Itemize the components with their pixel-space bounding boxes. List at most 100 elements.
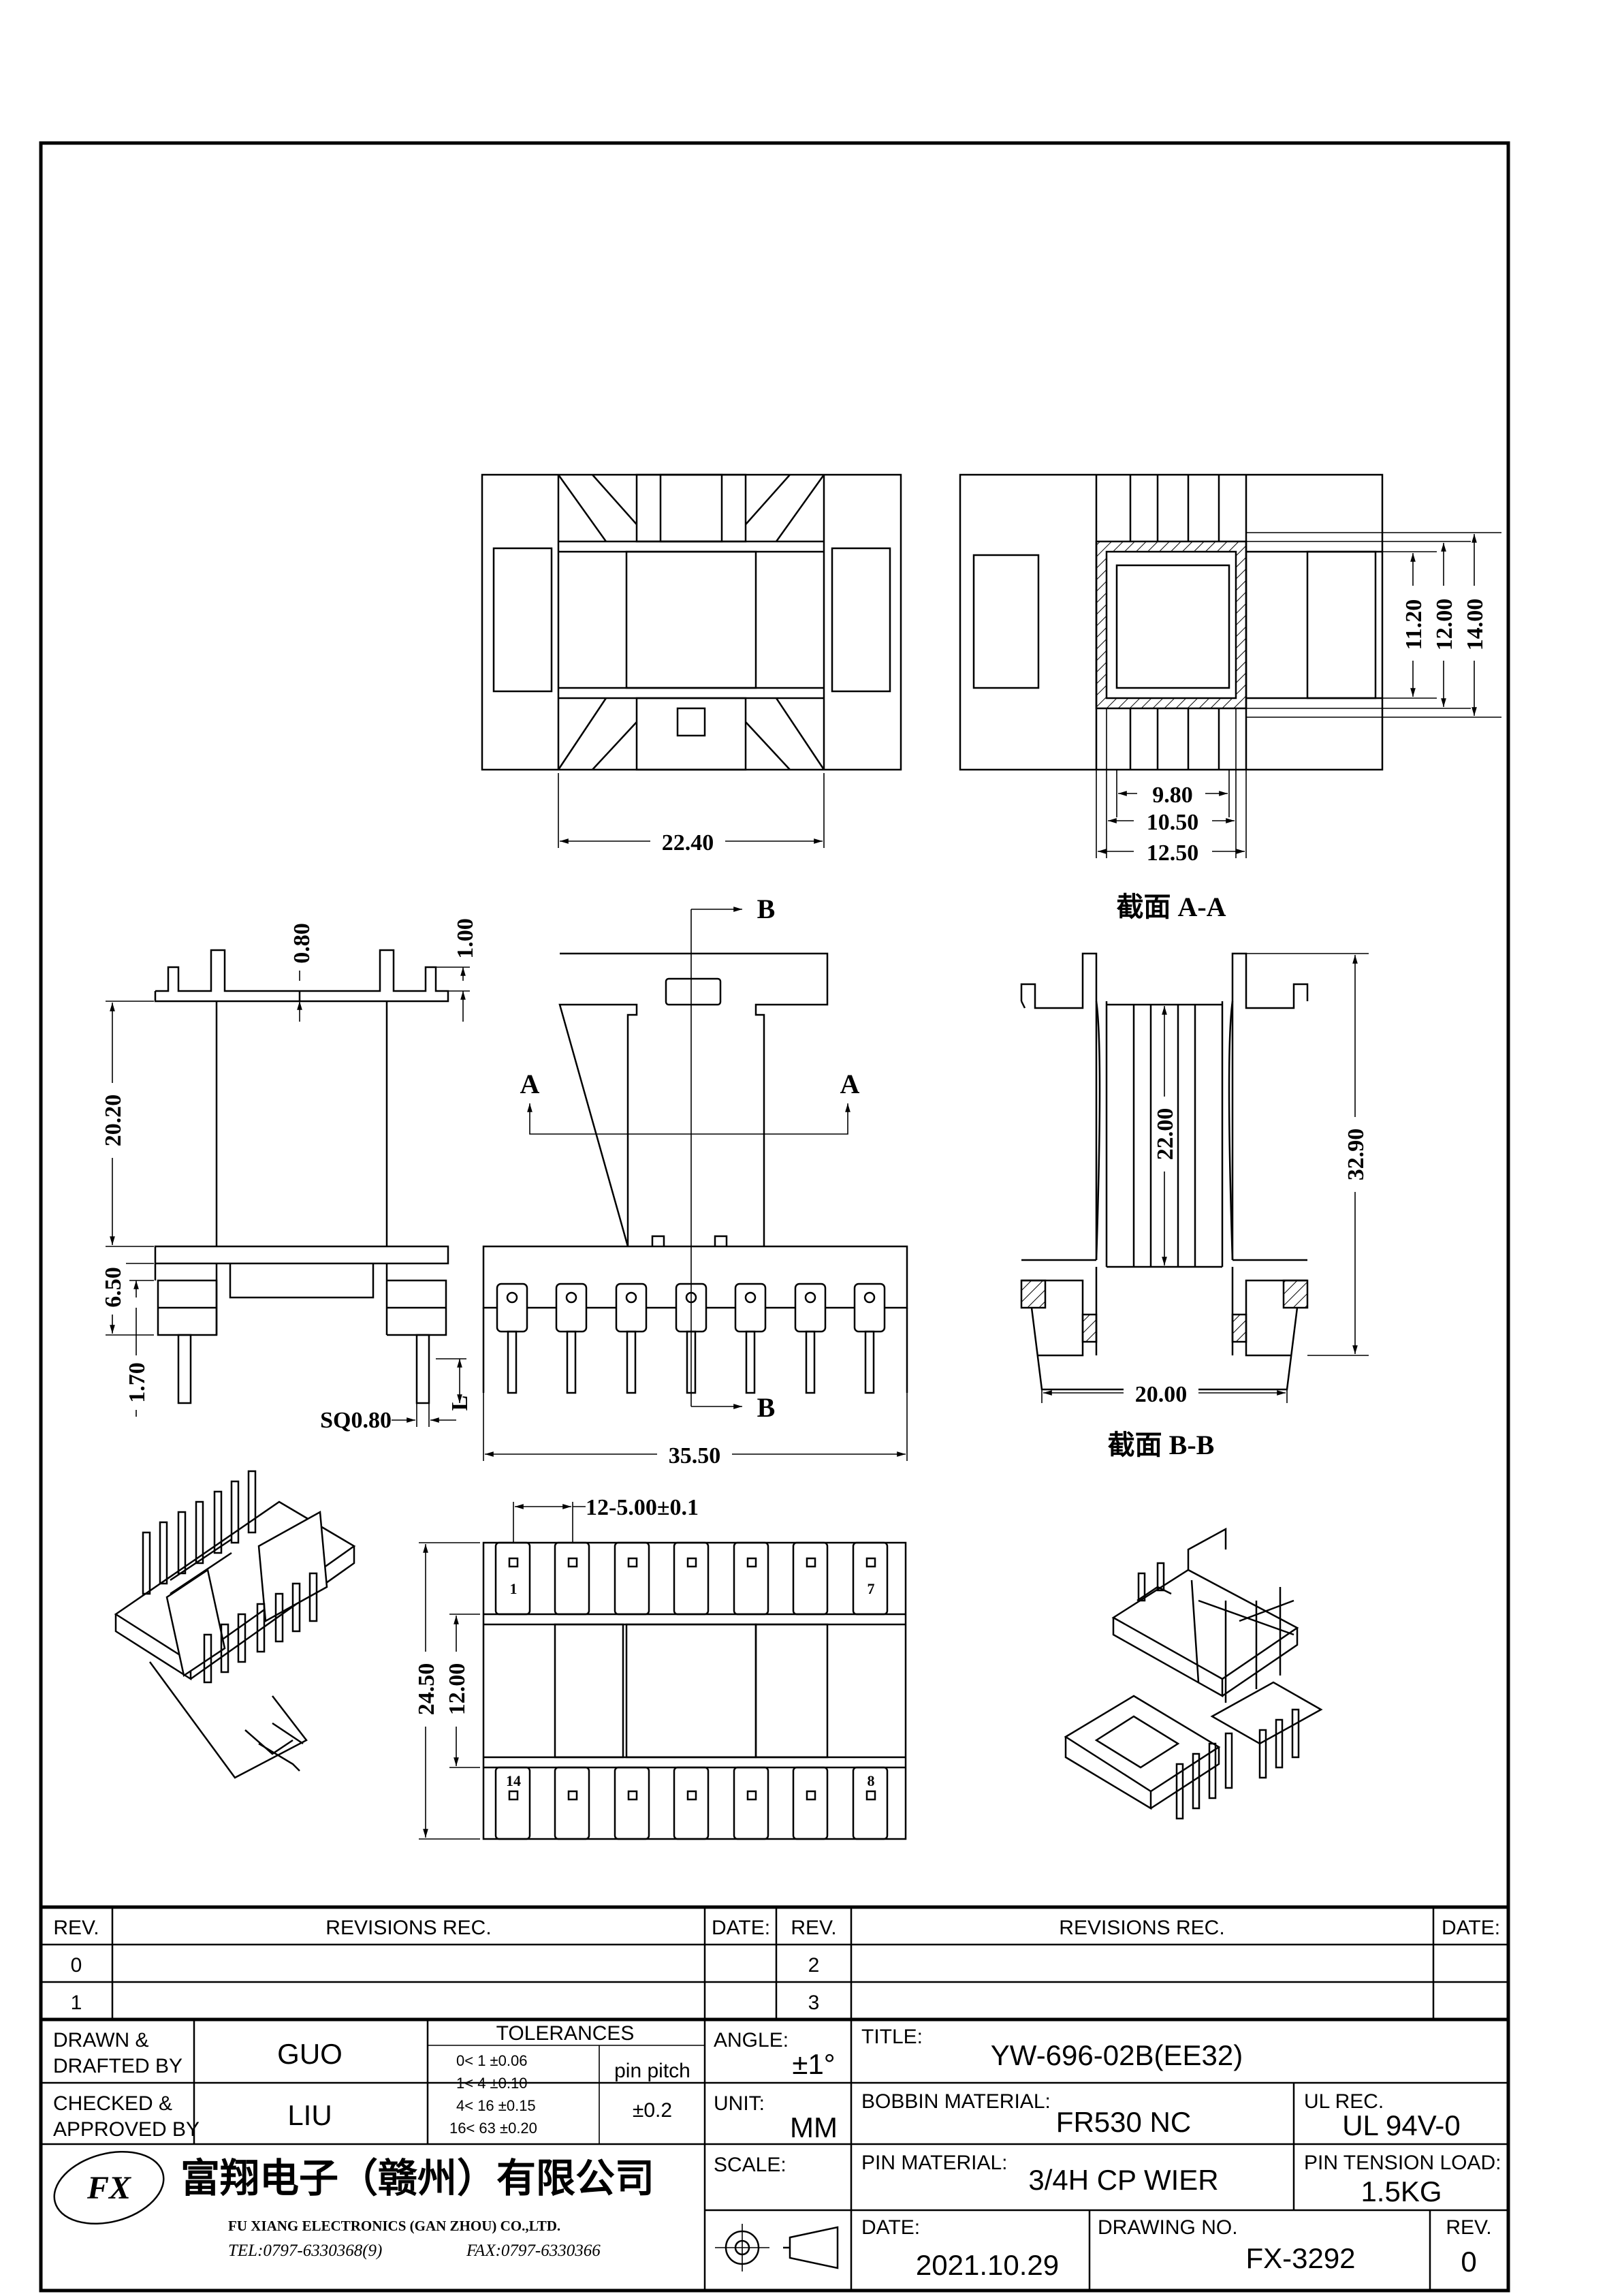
unit-value: MM bbox=[790, 2111, 838, 2143]
projection-symbol-icon bbox=[715, 2224, 839, 2271]
ul-rec-label: UL REC. bbox=[1304, 2090, 1384, 2113]
date-header-right: DATE: bbox=[1442, 1917, 1500, 1939]
date-value: 2021.10.29 bbox=[916, 2249, 1059, 2281]
rev-row-0: 0 bbox=[71, 1954, 82, 1977]
dim-label-22-40: 22.40 bbox=[662, 830, 714, 855]
bottom-view: 1 7 14 8 bbox=[482, 1541, 907, 1840]
dim-label-11-20: 11.20 bbox=[1401, 599, 1427, 650]
unit-label: UNIT: bbox=[714, 2092, 765, 2115]
company-tel: TEL:0797-6330368(9) bbox=[228, 2242, 382, 2260]
aa-horizontal-dims: 9.80 10.50 12.50 bbox=[1096, 708, 1247, 866]
section-marker-b-bottom: B bbox=[757, 1392, 776, 1423]
company-fax: FAX:0797-6330366 bbox=[466, 2242, 601, 2260]
dim-22-40: 22.40 bbox=[558, 773, 825, 855]
pin-pitch-label: pin pitch bbox=[614, 2060, 690, 2082]
side-pin-row bbox=[496, 1283, 886, 1394]
bobbin-material-value: FR530 NC bbox=[1056, 2106, 1191, 2138]
dim-label-35-50: 35.50 bbox=[669, 1443, 721, 1468]
dim-label-1-70: 1.70 bbox=[125, 1362, 150, 1403]
drawing-no-label: DRAWING NO. bbox=[1098, 2216, 1238, 2239]
approved-by-value: LIU bbox=[287, 2099, 332, 2131]
logo-lettering: FX bbox=[86, 2170, 131, 2206]
pin-material-value: 3/4H CP WIER bbox=[1028, 2164, 1218, 2196]
angle-value: ±1° bbox=[792, 2048, 835, 2080]
rev-row-2: 2 bbox=[808, 1954, 820, 1977]
dim-label-sq0-80: SQ0.80 bbox=[320, 1408, 392, 1433]
dim-label-20-00: 20.00 bbox=[1135, 1382, 1188, 1407]
company-name-en: FU XIANG ELECTRONICS (GAN ZHOU) CO.,LTD. bbox=[228, 2218, 560, 2234]
revisions-header-right: REVISIONS REC. bbox=[1059, 1917, 1224, 1939]
bb-dims: 22.00 32.90 20.00 bbox=[1041, 953, 1369, 1407]
section-bb-view bbox=[1020, 952, 1309, 1391]
tolerance-row-4: 16< 63 ±0.20 bbox=[449, 2120, 537, 2137]
pin-pitch-value: ±0.2 bbox=[633, 2099, 672, 2122]
dim-label-22-00: 22.00 bbox=[1153, 1108, 1178, 1161]
bottom-view-dims: 12-5.00±0.1 24.50 12.00 bbox=[413, 1495, 699, 1840]
ul-rec-value: UL 94V-0 bbox=[1342, 2109, 1461, 2141]
dim-label-14-00: 14.00 bbox=[1463, 599, 1488, 651]
drawn-label-line1: DRAWN & bbox=[53, 2029, 149, 2051]
dim-label-12-00: 12.00 bbox=[1432, 599, 1457, 651]
dim-35-50: 35.50 bbox=[483, 1393, 908, 1468]
side-elevation-view bbox=[482, 907, 908, 1409]
dim-label-12-50: 12.50 bbox=[1147, 840, 1199, 866]
date-label: DATE: bbox=[861, 2216, 920, 2239]
dim-label-1-00: 1.00 bbox=[453, 918, 478, 959]
section-marker-a-right: A bbox=[840, 1069, 860, 1099]
section-marker-a-left: A bbox=[520, 1069, 540, 1099]
checked-label-line1: CHECKED & bbox=[53, 2092, 172, 2115]
rev-label: REV. bbox=[1446, 2216, 1491, 2239]
pin-label-14: 14 bbox=[506, 1772, 521, 1789]
rev-row-3: 3 bbox=[808, 1992, 820, 2014]
section-marker-b-top: B bbox=[757, 894, 776, 924]
rev-row-1: 1 bbox=[71, 1992, 82, 2014]
bottom-pin-row-top bbox=[494, 1541, 889, 1616]
pin-material-label: PIN MATERIAL: bbox=[861, 2152, 1007, 2174]
dim-label-pin-pitch: 12-5.00±0.1 bbox=[586, 1495, 699, 1520]
tolerance-row-3: 4< 16 ±0.15 bbox=[456, 2097, 536, 2114]
dim-label-12-00-b: 12.00 bbox=[445, 1663, 470, 1716]
sheet-border bbox=[39, 141, 1510, 2293]
dim-label-10-50: 10.50 bbox=[1147, 810, 1199, 835]
isometric-view-right bbox=[1064, 1527, 1323, 1820]
bottom-pin-row-bottom bbox=[494, 1766, 889, 1840]
drawn-label-line2: DRAFTED BY bbox=[53, 2055, 182, 2077]
title-label: TITLE: bbox=[861, 2026, 923, 2048]
section-label-aa: 截面 A-A bbox=[1116, 892, 1226, 922]
pin-tension-label: PIN TENSION LOAD: bbox=[1304, 2152, 1501, 2174]
checked-label-line2: APPROVED BY bbox=[53, 2118, 200, 2141]
front-elevation-view bbox=[154, 949, 449, 1404]
top-view bbox=[481, 473, 902, 771]
pin-label-1: 1 bbox=[510, 1580, 518, 1597]
isometric-view-left bbox=[114, 1470, 356, 1779]
front-elevation-dims: 20.20 6.50 1.70 0.80 1.00 SQ0.80 L bbox=[100, 911, 478, 1433]
pin-tension-value: 1.5KG bbox=[1361, 2175, 1442, 2207]
dim-label-0-80: 0.80 bbox=[289, 923, 315, 964]
rev-value: 0 bbox=[1461, 2246, 1476, 2278]
title-block: REV. REVISIONS REC. DATE: REV. REVISIONS… bbox=[41, 1905, 1508, 2291]
drawing-no-value: FX-3292 bbox=[1245, 2242, 1355, 2274]
dim-label-6-50: 6.50 bbox=[101, 1267, 126, 1308]
section-label-bb: 截面 B-B bbox=[1108, 1430, 1215, 1460]
tolerance-row-2: 1< 4 ±0.10 bbox=[456, 2075, 527, 2092]
scale-label: SCALE: bbox=[714, 2154, 786, 2176]
title-value: YW-696-02B(EE32) bbox=[991, 2039, 1243, 2071]
angle-label: ANGLE: bbox=[714, 2029, 789, 2051]
company-name-cn: 富翔电子（赣州）有限公司 bbox=[180, 2156, 654, 2201]
section-aa-view bbox=[959, 473, 1384, 771]
drawn-by-value: GUO bbox=[277, 2038, 343, 2070]
tolerances-label: TOLERANCES bbox=[496, 2022, 635, 2045]
pin-label-7: 7 bbox=[868, 1580, 875, 1597]
company-logo: FX bbox=[53, 2150, 165, 2225]
date-header-left: DATE: bbox=[712, 1917, 770, 1939]
dim-label-L: L bbox=[447, 1396, 473, 1411]
aa-vertical-dims: 11.20 12.00 14.00 bbox=[1246, 532, 1501, 718]
dim-label-20-20: 20.20 bbox=[101, 1095, 126, 1147]
rev-header-right: REV. bbox=[791, 1917, 836, 1939]
pin-label-8: 8 bbox=[868, 1772, 875, 1789]
dim-label-24-50: 24.50 bbox=[414, 1663, 439, 1716]
dim-label-32-90: 32.90 bbox=[1343, 1129, 1369, 1181]
revisions-header-left: REVISIONS REC. bbox=[325, 1917, 491, 1939]
bobbin-material-label: BOBBIN MATERIAL: bbox=[861, 2090, 1051, 2113]
